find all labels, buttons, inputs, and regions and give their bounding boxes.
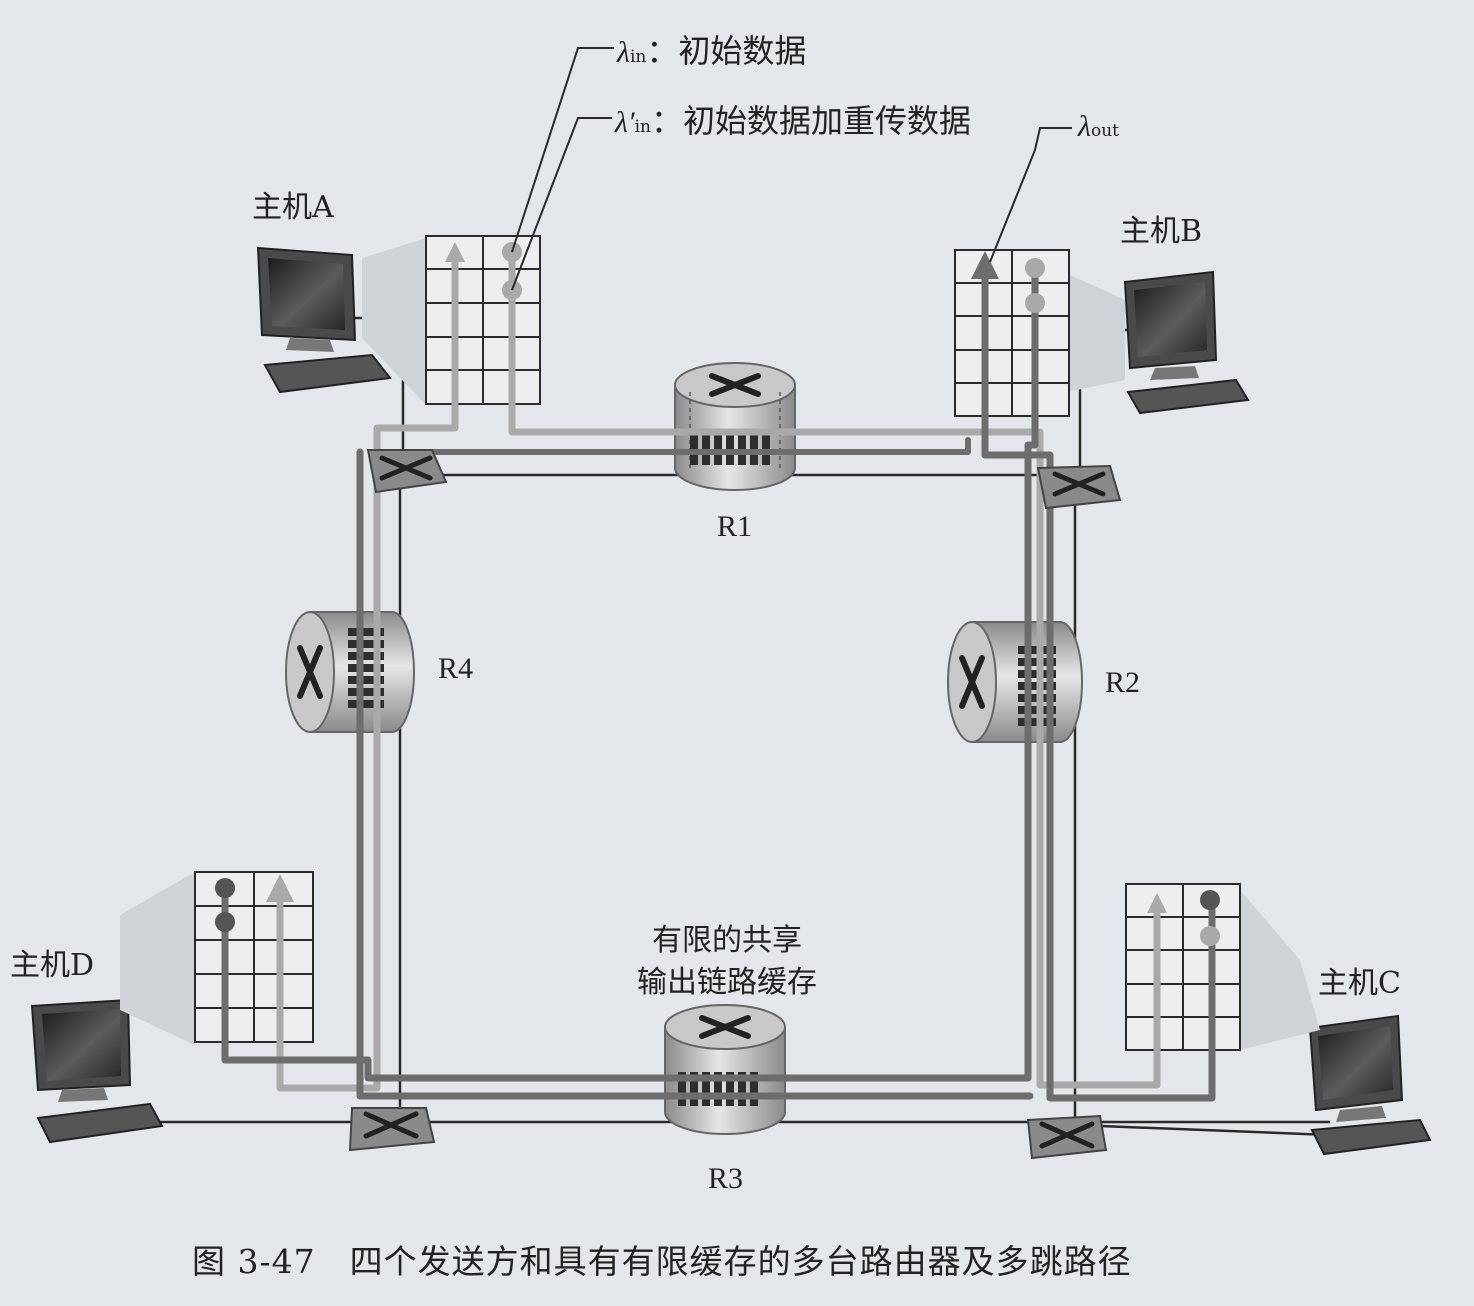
host-d-computer [30,998,164,1144]
shared-buffer-note-line1: 有限的共享 [652,923,802,958]
lambda-out-subscript: out [1091,121,1120,141]
flow-b-to-d [221,264,1039,1082]
router-r2 [947,621,1083,743]
r1-buffer [690,430,770,465]
traffic-flows [221,248,1216,1102]
lambda-in-prime-symbol: λ′ [615,106,635,139]
lambda-in-symbol: λ [617,36,630,69]
host-c-computer [1308,1014,1432,1156]
switch-top-right [1036,464,1122,510]
shared-buffer-note: 有限的共享 输出链路缓存 [612,920,842,1004]
router-r4-label: R4 [438,652,474,685]
flow-d-bottom [356,448,1034,1100]
flow-d-to-a [266,248,459,1092]
arrowheads [270,242,1167,913]
switch-bottom-left [348,1107,436,1152]
packets [215,242,1220,946]
legend-lambda-in-prime: λ′in：初始数据加重传数据 [615,96,971,142]
r4-buffer [348,628,384,708]
shared-buffer-note-line2: 输出链路缓存 [637,965,817,1000]
router-r1-label: R1 [717,510,753,543]
host-b-label: 主机B [1120,214,1203,249]
legend-lambda-out: λout [1078,106,1119,144]
router-r4 [285,611,415,733]
switch-bottom-right [1026,1114,1108,1160]
lambda-in-prime-subscript: in [634,117,651,137]
switch-top-left [366,449,448,494]
queue-host-d [194,871,314,1043]
host-a-label: 主机A [252,190,334,225]
router-r3-label: R3 [708,1162,744,1195]
lambda-in-prime-text: ：初始数据加重传数据 [650,102,971,140]
router-r2-label: R2 [1105,666,1141,699]
flow-a-to-c [508,248,1161,1089]
router-r3 [664,1004,786,1135]
lambda-in-subscript: in [630,47,647,67]
queue-host-b [954,249,1070,417]
legend-lambda-in: λin：初始数据 [617,26,806,72]
host-c-label: 主机C [1318,966,1401,1001]
link-host-c [1074,1123,1331,1137]
host-d-label: 主机D [10,948,95,983]
flow-c-to-b [971,251,1216,1102]
lambda-in-text: ：初始数据 [646,32,807,70]
figure-caption: 图 3-47 四个发送方和具有有限缓存的多台路由器及多跳路径 [192,1242,1132,1281]
legend-leaders [511,47,1072,291]
queue-host-c [1125,883,1241,1051]
lambda-out-symbol: λ [1078,110,1091,143]
router-r1 [674,362,796,491]
host-a-computer [256,246,392,394]
r3-buffer [678,1072,758,1106]
flow-top [385,437,971,455]
host-b-computer [1123,270,1250,415]
